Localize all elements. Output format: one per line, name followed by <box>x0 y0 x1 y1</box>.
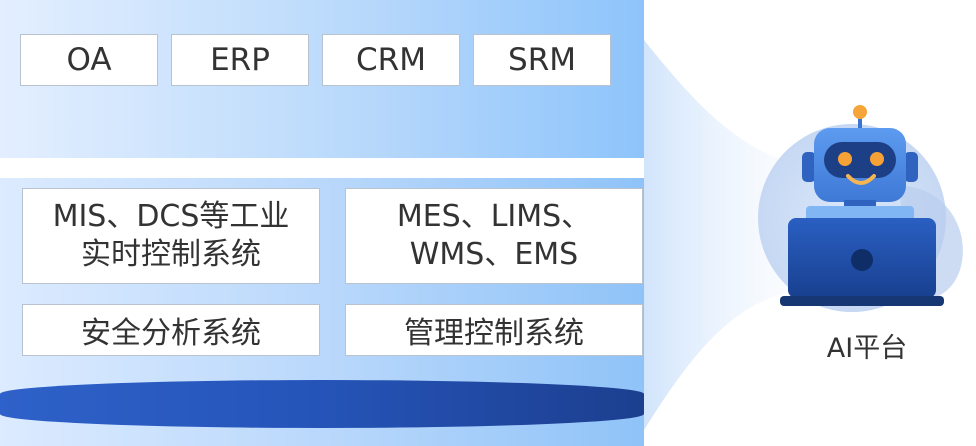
system-box-oa: OA <box>20 34 158 86</box>
foundation-bar <box>0 380 644 428</box>
system-box-erp: ERP <box>171 34 309 86</box>
system-box-srm: SRM <box>473 34 611 86</box>
robot-laptop-icon <box>740 100 976 316</box>
system-box-realtime-control: MIS、DCS等工业 实时控制系统 <box>22 188 320 284</box>
system-box-management-control: 管理控制系统 <box>345 304 643 356</box>
system-box-mes-lims-wms-ems: MES、LIMS、 WMS、EMS <box>345 188 643 284</box>
system-box-safety-analysis: 安全分析系统 <box>22 304 320 356</box>
system-box-crm: CRM <box>322 34 460 86</box>
ai-platform-label: AI平台 <box>812 326 922 365</box>
